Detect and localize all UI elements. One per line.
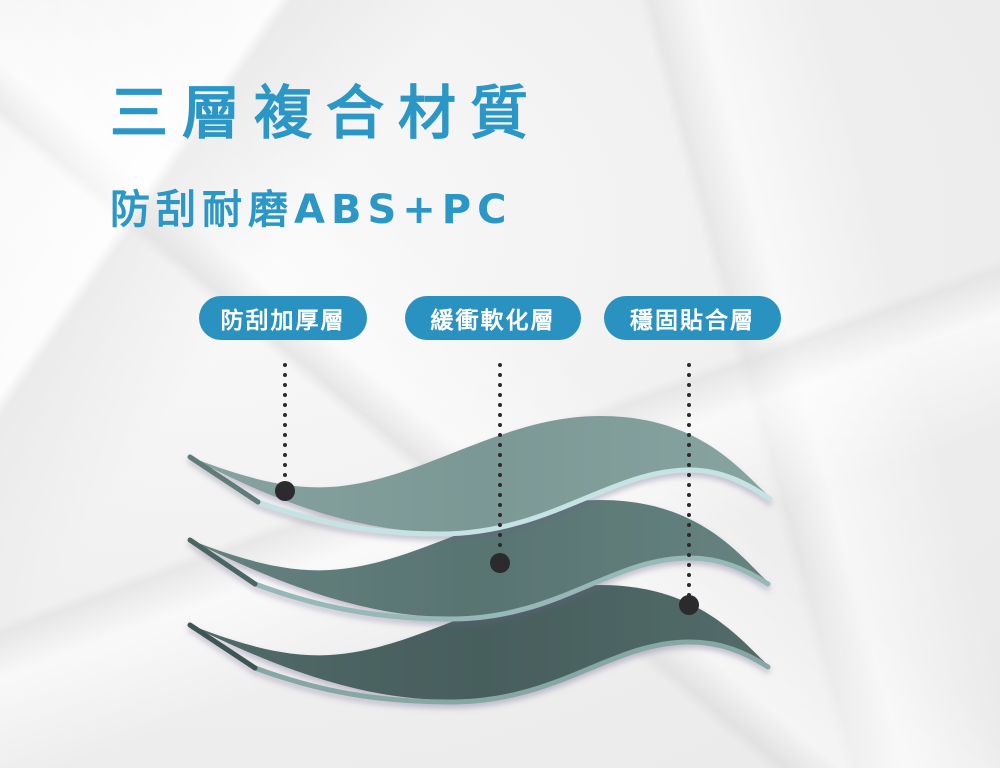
layer-label-text: 穩固貼合層 bbox=[630, 308, 755, 334]
layer-1-shape bbox=[187, 416, 773, 537]
dot-marker-icon bbox=[679, 595, 699, 615]
layer-label-cushioning: 緩衝軟化層 bbox=[405, 296, 581, 340]
dot-marker-icon bbox=[275, 481, 295, 501]
dot-marker-icon bbox=[490, 553, 510, 573]
leader-line-3 bbox=[679, 363, 699, 615]
layer-2-shape bbox=[187, 500, 771, 622]
page-title: 三層複合材質 bbox=[110, 79, 543, 147]
layer-label-text: 防刮加厚層 bbox=[220, 308, 346, 334]
layer-label-scratch-resistant: 防刮加厚層 bbox=[199, 296, 367, 340]
layer-label-text: 緩衝軟化層 bbox=[430, 308, 556, 334]
layer-label-adhesion: 穩固貼合層 bbox=[604, 296, 781, 340]
leader-line-1 bbox=[275, 363, 295, 501]
leader-line-2 bbox=[490, 363, 510, 573]
layer-3-shape bbox=[187, 585, 771, 705]
page-subtitle: 防刮耐磨ABS+PC bbox=[110, 187, 513, 233]
